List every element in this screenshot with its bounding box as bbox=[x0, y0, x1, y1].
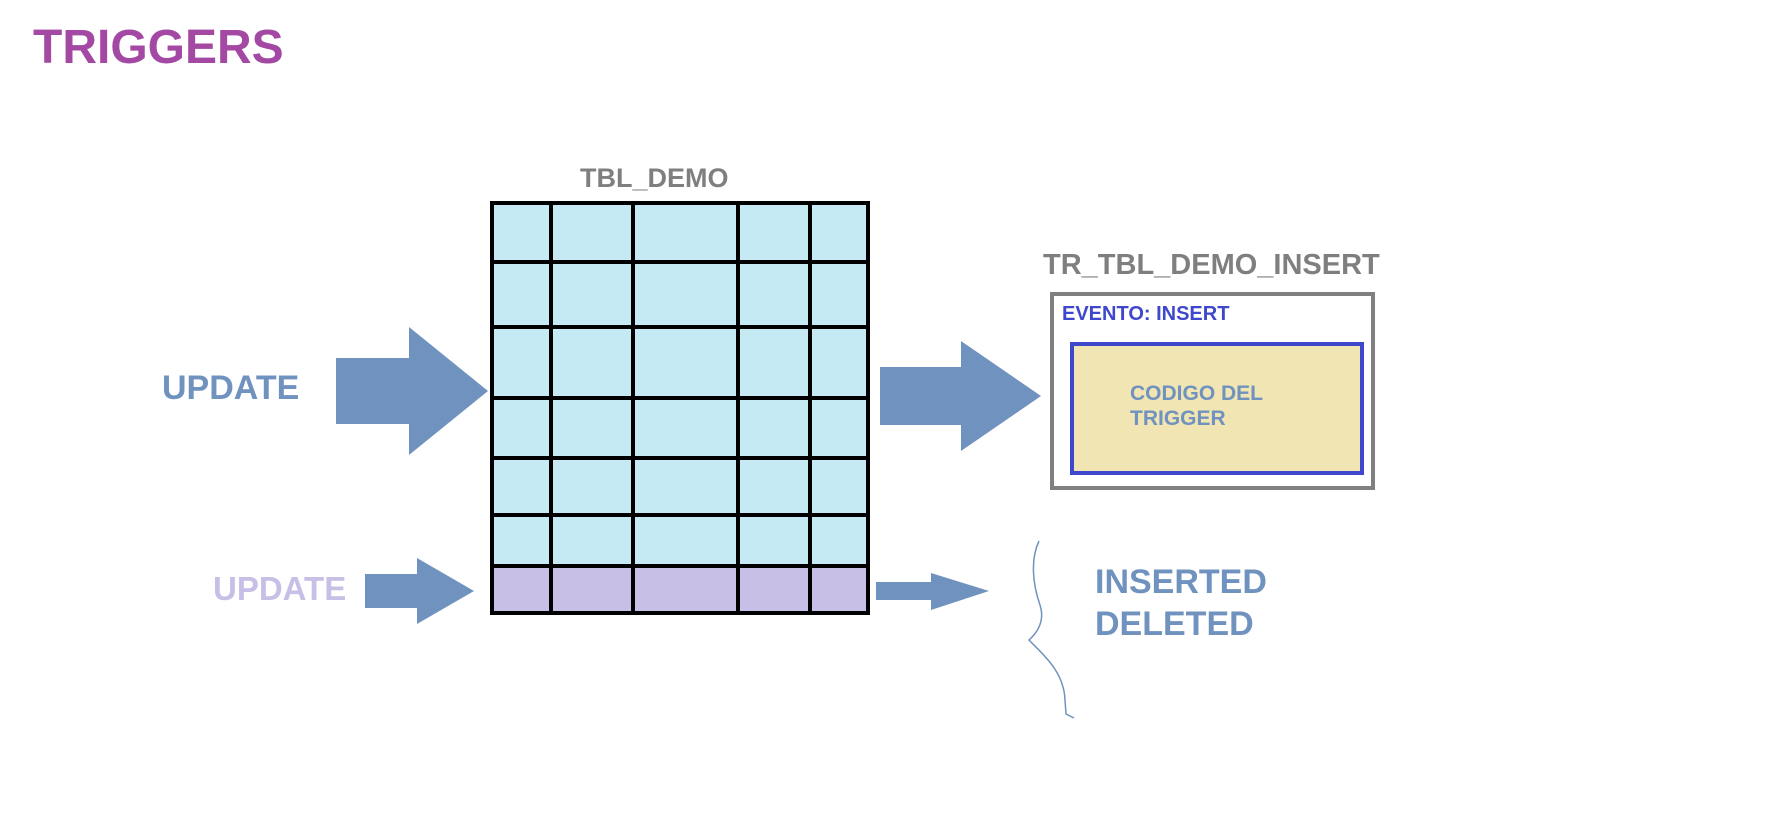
highlighted-row-cell bbox=[551, 566, 633, 613]
trigger-event-label: EVENTO: INSERT bbox=[1062, 303, 1230, 325]
table-cell bbox=[492, 458, 551, 515]
diagram-title: TRIGGERS bbox=[33, 21, 284, 74]
update-row-arrow bbox=[365, 558, 474, 624]
highlighted-row-cell bbox=[492, 566, 551, 613]
table-cell bbox=[492, 515, 551, 566]
table-cell bbox=[551, 203, 633, 262]
table-cell bbox=[633, 203, 738, 262]
table-cell bbox=[633, 398, 738, 458]
table-cell bbox=[551, 515, 633, 566]
table-cell bbox=[633, 515, 738, 566]
table-cell bbox=[810, 458, 868, 515]
table-cell bbox=[810, 398, 868, 458]
highlighted-row-cell bbox=[633, 566, 738, 613]
trigger-code-label: CODIGO DEL TRIGGER bbox=[1130, 382, 1263, 430]
table-name-label: TBL_DEMO bbox=[580, 163, 729, 193]
table-cell bbox=[492, 327, 551, 398]
table-cell bbox=[551, 398, 633, 458]
table-cell bbox=[810, 262, 868, 327]
highlighted-row-cell bbox=[810, 566, 868, 613]
table-cell bbox=[810, 327, 868, 398]
table-cell bbox=[551, 458, 633, 515]
inserted-label: INSERTED bbox=[1095, 563, 1267, 601]
table-cell bbox=[551, 262, 633, 327]
table-cell bbox=[738, 458, 810, 515]
update-main-arrow bbox=[336, 327, 488, 455]
table-cell bbox=[551, 327, 633, 398]
table-to-trigger-arrow bbox=[880, 341, 1041, 451]
table-cell bbox=[492, 203, 551, 262]
update-main-label: UPDATE bbox=[162, 369, 300, 407]
table-cell bbox=[738, 515, 810, 566]
table-cell bbox=[492, 262, 551, 327]
table-cell bbox=[738, 262, 810, 327]
table-cell bbox=[810, 515, 868, 566]
trigger-code-box bbox=[1070, 342, 1364, 475]
table-cell bbox=[633, 262, 738, 327]
table-cell bbox=[738, 203, 810, 262]
deleted-label: DELETED bbox=[1095, 605, 1254, 643]
highlighted-row-cell bbox=[738, 566, 810, 613]
table-cell bbox=[492, 398, 551, 458]
table-cell bbox=[633, 327, 738, 398]
update-row-label: UPDATE bbox=[213, 570, 347, 607]
table-to-pseudo-arrow bbox=[876, 573, 989, 610]
table-cell bbox=[738, 327, 810, 398]
table-cell bbox=[810, 203, 868, 262]
table-cell bbox=[738, 398, 810, 458]
table-cell bbox=[633, 458, 738, 515]
pseudo-tables-brace bbox=[1027, 540, 1075, 719]
trigger-name-label: TR_TBL_DEMO_INSERT bbox=[1043, 249, 1380, 281]
